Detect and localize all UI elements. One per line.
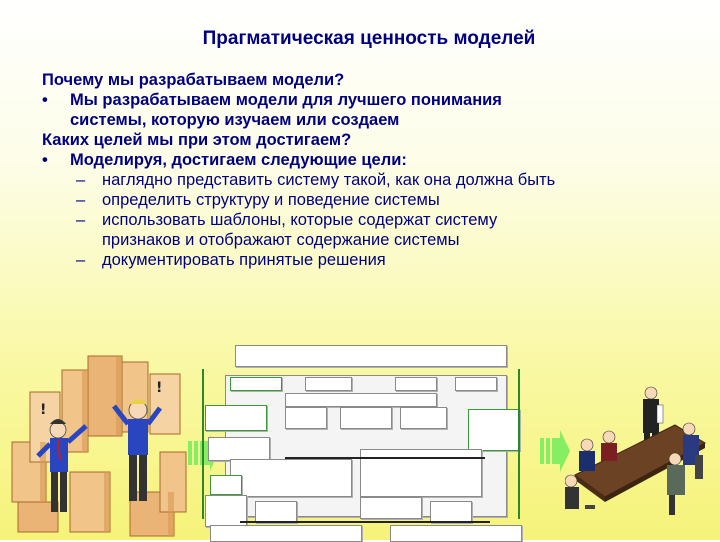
dash-mark: – (76, 211, 86, 229)
confused-people-boxes-icon: ! ! (11, 355, 187, 537)
goal-item-continuation: признаков и отображают содержание систем… (102, 231, 460, 249)
dash-mark: – (76, 191, 86, 209)
bullet-mark: • (42, 91, 48, 109)
question-which-goals: Каких целей мы при этом достигаем? (42, 131, 352, 149)
goal-item: – определить структуру и поведение систе… (76, 191, 440, 209)
bullet-mark: • (42, 151, 48, 169)
meeting-table-icon (565, 386, 707, 515)
answer-1-line-2: системы, которую изучаем или создаем (70, 111, 400, 129)
arrow-right-icon (540, 430, 570, 472)
svg-text:!: ! (156, 380, 162, 396)
question-why-models: Почему мы разрабатываем модели? (42, 71, 345, 89)
slide-content: Почему мы разрабатываем модели? • Мы раз… (42, 70, 702, 270)
system-model-diagram-icon (200, 345, 540, 542)
dash-mark: – (76, 171, 86, 189)
bullet-answer-1: • Мы разрабатываем модели для лучшего по… (42, 90, 702, 130)
goal-item: – наглядно представить систему такой, ка… (76, 171, 556, 189)
dash-mark: – (76, 251, 86, 269)
slide-title: Прагматическая ценность моделей (202, 28, 536, 49)
goal-item: – документировать принятые решения (76, 251, 386, 269)
goal-item: – использовать шаблоны, которые содержат… (76, 211, 498, 229)
answer-2: Моделируя, достигаем следующие цели: (70, 151, 407, 169)
bullet-answer-2: • Моделируя, достигаем следующие цели: (42, 150, 702, 170)
svg-text:!: ! (40, 402, 46, 418)
answer-1-line-1: Мы разрабатываем модели для лучшего пони… (70, 91, 502, 109)
